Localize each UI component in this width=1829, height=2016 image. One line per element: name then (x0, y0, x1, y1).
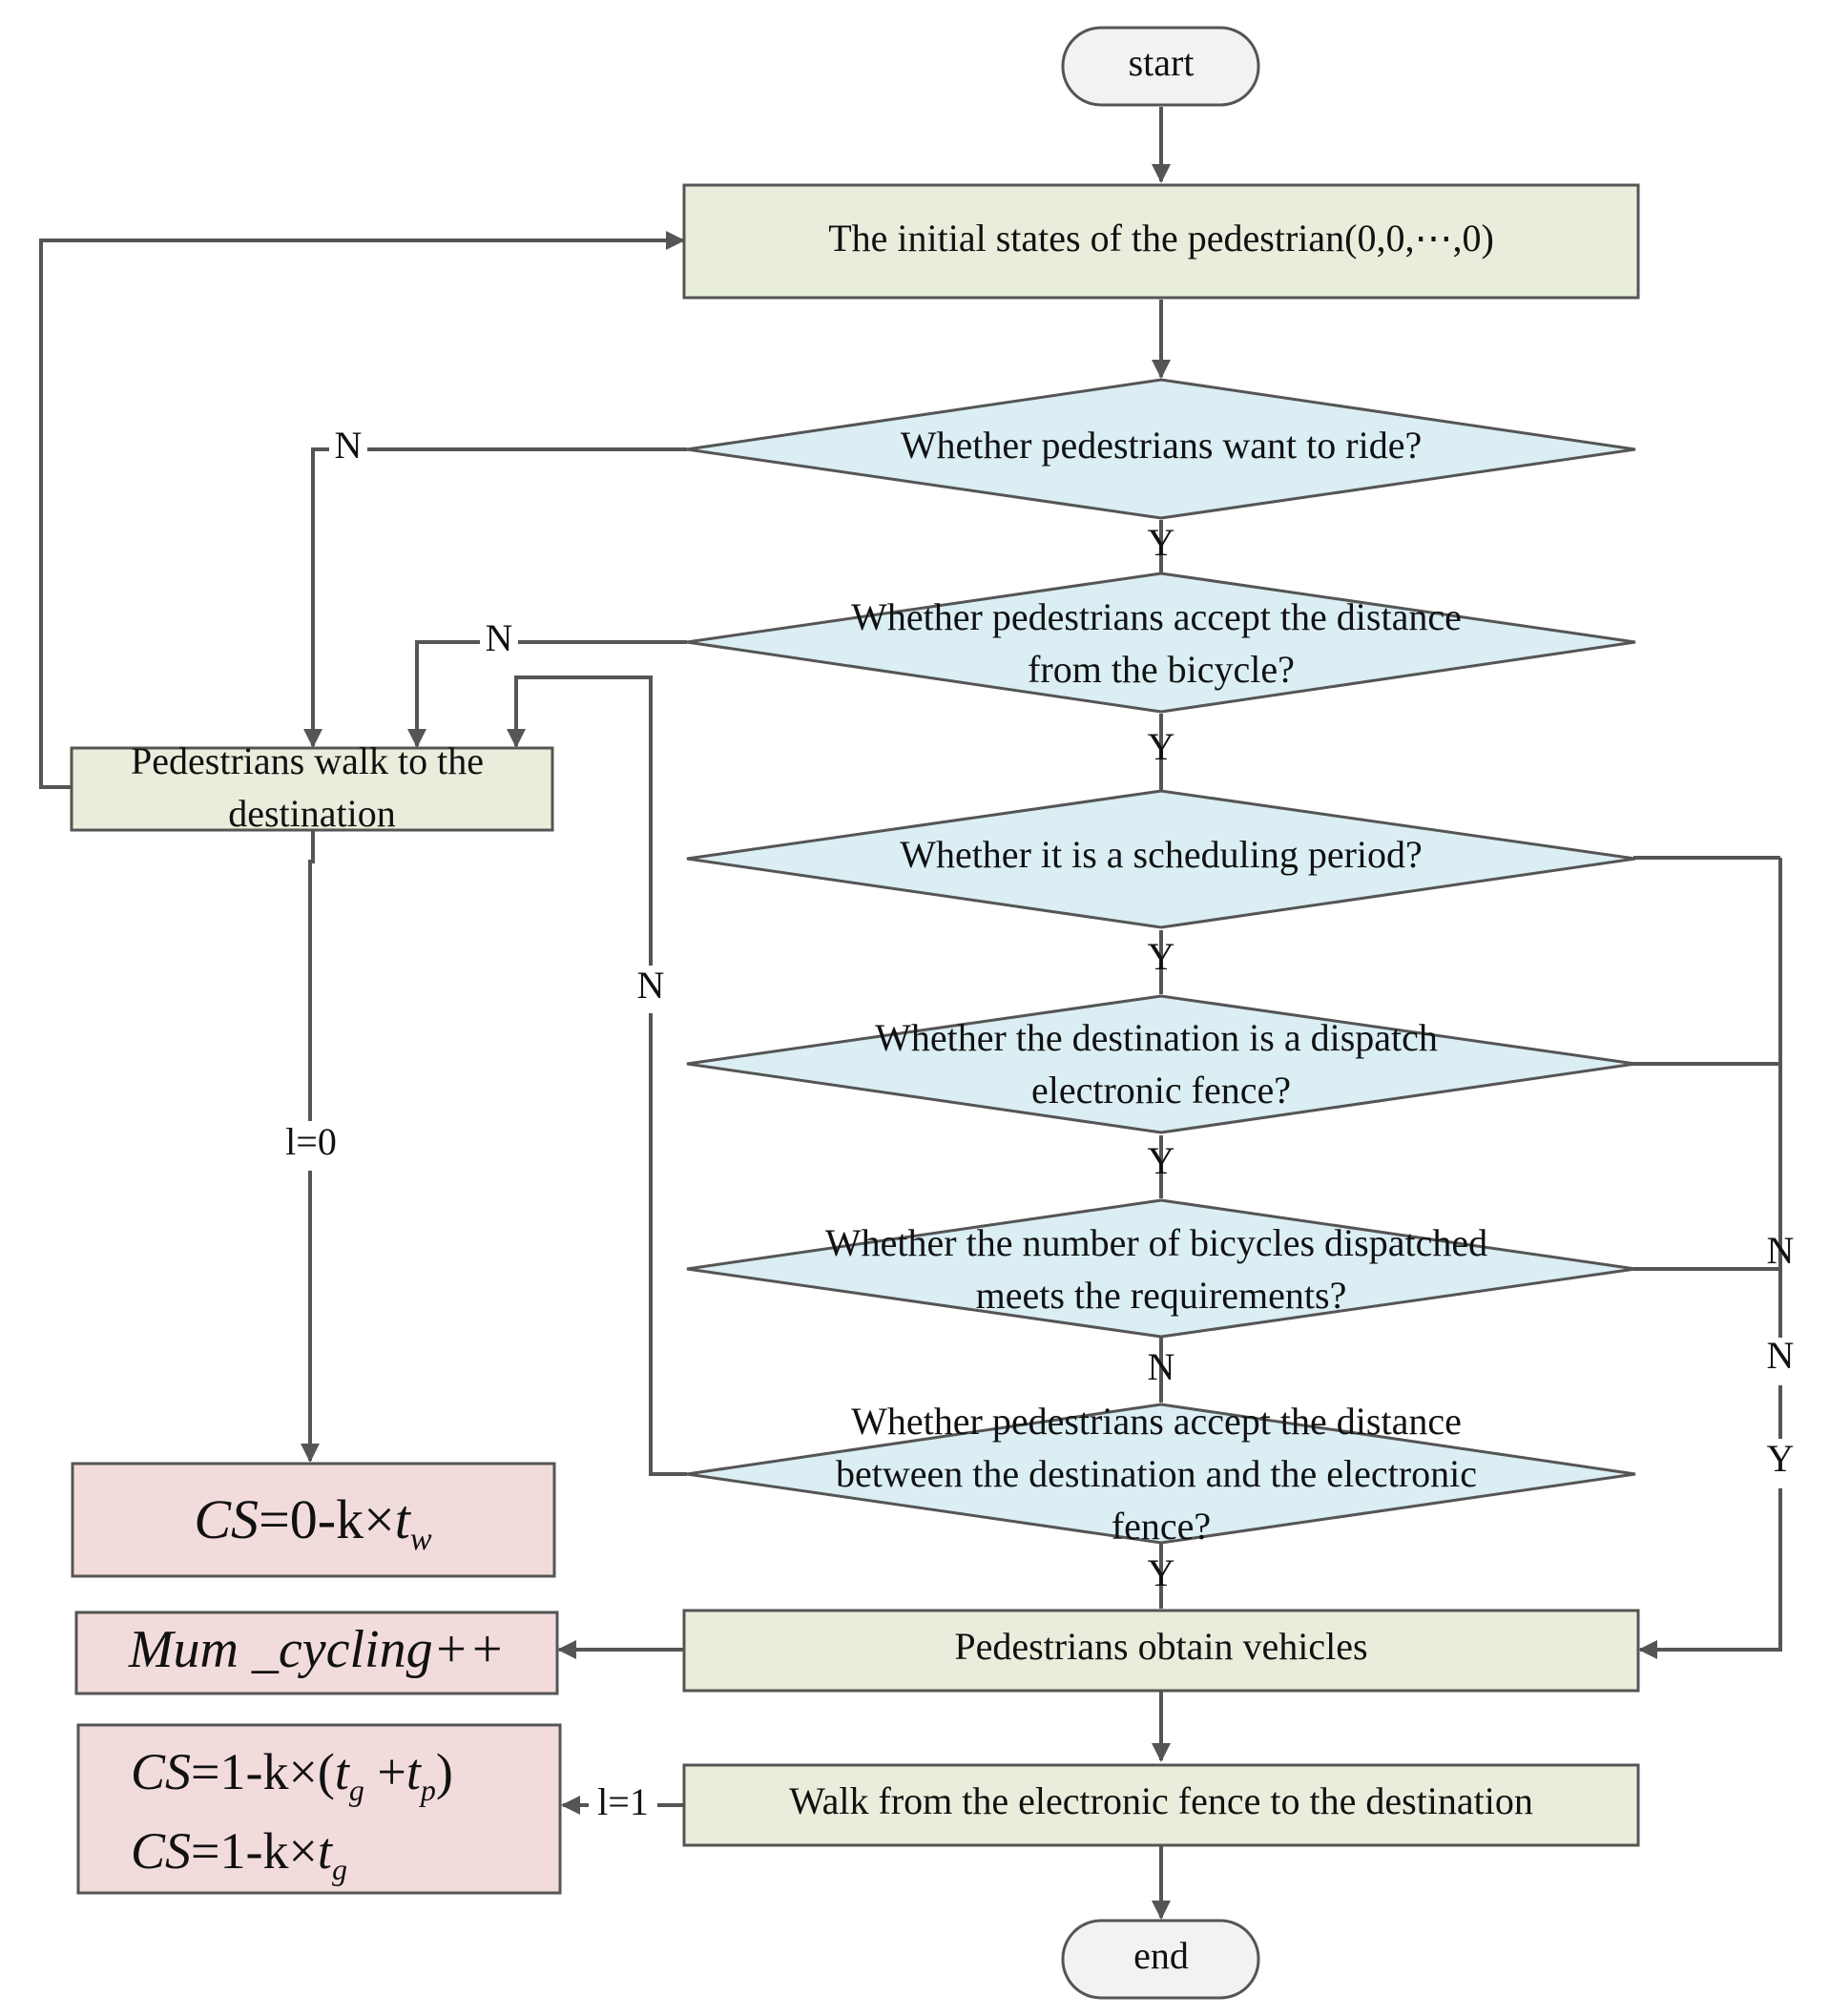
bicycles-number-decision: Whether the number of bicycles dispatche… (686, 1198, 1636, 1339)
dispatch-fence-decision: Whether the destination is a dispatch el… (686, 994, 1636, 1134)
accept-distance-line-2: from the bicycle? (1028, 648, 1295, 691)
label-ride-no: N (335, 424, 363, 467)
label-right-yes: Y (1767, 1437, 1795, 1480)
bicycles-number-line-1: Whether the number of bicycles dispatche… (825, 1221, 1487, 1264)
label-ride-yes: Y (1148, 521, 1175, 564)
label-dispatch-yes: Y (1148, 1139, 1175, 1182)
cs-ride1-t1: t (335, 1743, 351, 1800)
cs-ride2-sub: g (332, 1852, 347, 1886)
num-cycling-result: Mum _cycling++ (74, 1611, 559, 1695)
cs-ride1-sub1: g (349, 1773, 364, 1807)
svg-text:Whether pedestrians accept the: Whether pedestrians accept the distance … (836, 1400, 1486, 1548)
cs-ride1-sub2: p (419, 1773, 436, 1807)
svg-text:Whether pedestrians accept the: Whether pedestrians accept the distance … (851, 595, 1471, 691)
svg-text:Whether the destination is a d: Whether the destination is a dispatch el… (875, 1016, 1447, 1112)
bicycles-number-line-2: meets the requirements? (976, 1274, 1347, 1317)
want-ride-label: Whether pedestrians want to ride? (901, 424, 1422, 467)
obtain-vehicles-label: Pedestrians obtain vehicles (954, 1625, 1367, 1668)
accept-fence-line-2: between the destination and the electron… (836, 1452, 1477, 1495)
cs-ride1-cs: CS (131, 1743, 191, 1800)
edge-fence-no (507, 675, 687, 1476)
cs-ride1-plus: + (364, 1743, 406, 1800)
accept-fence-line-1: Whether pedestrians accept the distance (851, 1400, 1462, 1443)
cs-ride1-body: =1-k×( (191, 1743, 335, 1800)
edge-right-obtain (1638, 858, 1782, 1659)
edge-labels: N N N Y Y Y Y N Y N N Y l=0 l=1 (277, 424, 1799, 1828)
edge-walk-loop (39, 231, 685, 789)
cs-walk-t: t (395, 1488, 412, 1550)
cs-ride2-cs: CS (131, 1822, 191, 1880)
walk-destination-line-2: destination (228, 792, 396, 835)
svg-text:CS=1-k×(tg +tp): CS=1-k×(tg +tp) (131, 1743, 453, 1807)
cs-walk-body: =0-k× (259, 1488, 395, 1550)
walk-destination-box: Pedestrians walk to the destination (70, 739, 554, 835)
label-accept-no: N (486, 616, 513, 659)
svg-text:Pedestrians walk to the: Pedestrians walk to the destination (131, 739, 493, 835)
cs-walk-result: CS=0-k×tw (71, 1462, 556, 1578)
label-number-no: N (1148, 1345, 1175, 1388)
cs-walk-cs: CS (194, 1488, 259, 1550)
connectors (39, 107, 1782, 1920)
walk-from-fence-box: Walk from the electronic fence to the de… (682, 1763, 1640, 1847)
end-label: end (1133, 1934, 1189, 1977)
accept-fence-distance-decision: Whether pedestrians accept the distance … (686, 1400, 1636, 1548)
label-right-no-2: N (1767, 1334, 1795, 1377)
svg-text:Whether the number of bicycles: Whether the number of bicycles dispatche… (825, 1221, 1497, 1317)
initial-state-label: The initial states of the pedestrian(0,0… (828, 217, 1494, 260)
label-fence-no: N (637, 964, 665, 1007)
accept-distance-decision: Whether pedestrians accept the distance … (686, 572, 1636, 714)
dispatch-fence-line-2: electronic fence? (1031, 1069, 1291, 1112)
cs-ride1-t2: t (406, 1743, 423, 1800)
edge-accept-no (407, 640, 687, 748)
label-sched-yes: Y (1148, 935, 1175, 978)
edge-ride-no (303, 447, 687, 748)
num-cycling-label: Mum _cycling++ (128, 1620, 505, 1679)
svg-text:CS=1-k×tg: CS=1-k×tg (131, 1822, 347, 1886)
accept-fence-line-3: fence? (1112, 1505, 1211, 1548)
walk-destination-line-1: Pedestrians walk to the (131, 739, 484, 782)
cs-ride2-t: t (318, 1822, 334, 1880)
cs-ride2-body: =1-k× (191, 1822, 318, 1880)
accept-distance-line-1: Whether pedestrians accept the distance (851, 595, 1462, 638)
start-terminal: start (1061, 26, 1260, 107)
label-l0: l=0 (285, 1120, 337, 1163)
label-fence-yes: Y (1148, 1551, 1175, 1594)
scheduling-period-label: Whether it is a scheduling period? (900, 833, 1423, 876)
label-accept-yes: Y (1148, 725, 1175, 768)
initial-state-box: The initial states of the pedestrian(0,0… (682, 183, 1640, 300)
start-label: start (1129, 41, 1195, 84)
end-terminal: end (1061, 1919, 1260, 2000)
want-ride-decision: Whether pedestrians want to ride? (686, 378, 1636, 520)
obtain-vehicles-box: Pedestrians obtain vehicles (682, 1609, 1640, 1693)
scheduling-period-decision: Whether it is a scheduling period? (686, 789, 1636, 929)
label-l1: l=1 (597, 1780, 649, 1823)
walk-from-fence-label: Walk from the electronic fence to the de… (789, 1779, 1533, 1822)
cs-ride1-close: ) (436, 1743, 453, 1800)
svg-text:CS=0-k×tw: CS=0-k×tw (194, 1488, 432, 1557)
dispatch-fence-line-1: Whether the destination is a dispatch (875, 1016, 1438, 1059)
cs-ride-result: CS=1-k×(tg +tp) CS=1-k×tg (76, 1723, 562, 1895)
label-right-no-1: N (1767, 1229, 1795, 1272)
cs-walk-sub: w (410, 1522, 432, 1557)
